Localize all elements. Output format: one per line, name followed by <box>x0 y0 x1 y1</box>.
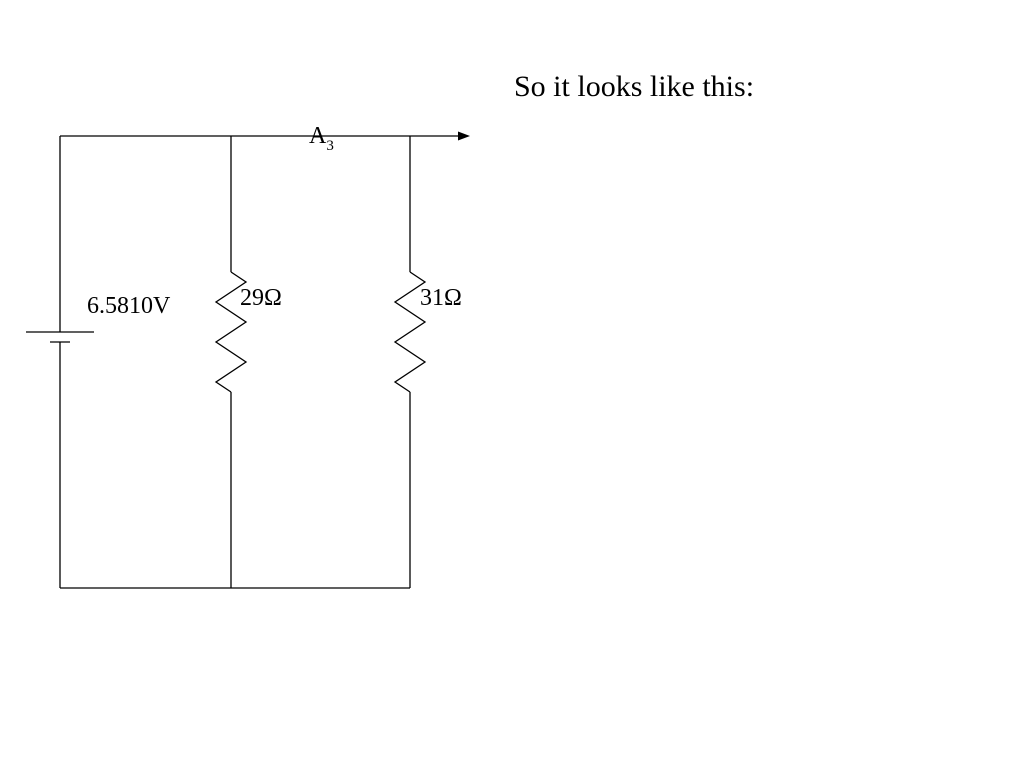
current-arrow-head <box>458 131 470 141</box>
ammeter-label-sub: 3 <box>326 138 334 154</box>
battery-label: 6.5810V <box>87 293 171 319</box>
resistor-2-label: 31Ω <box>420 285 462 311</box>
resistor-1-zigzag <box>214 271 248 393</box>
ammeter-label: A3 <box>309 123 334 154</box>
ammeter-label-main: A <box>309 123 327 149</box>
caption: So it looks like this: <box>514 70 755 103</box>
resistor-1-label: 29Ω <box>240 285 282 311</box>
resistor-2-zigzag <box>393 271 427 393</box>
